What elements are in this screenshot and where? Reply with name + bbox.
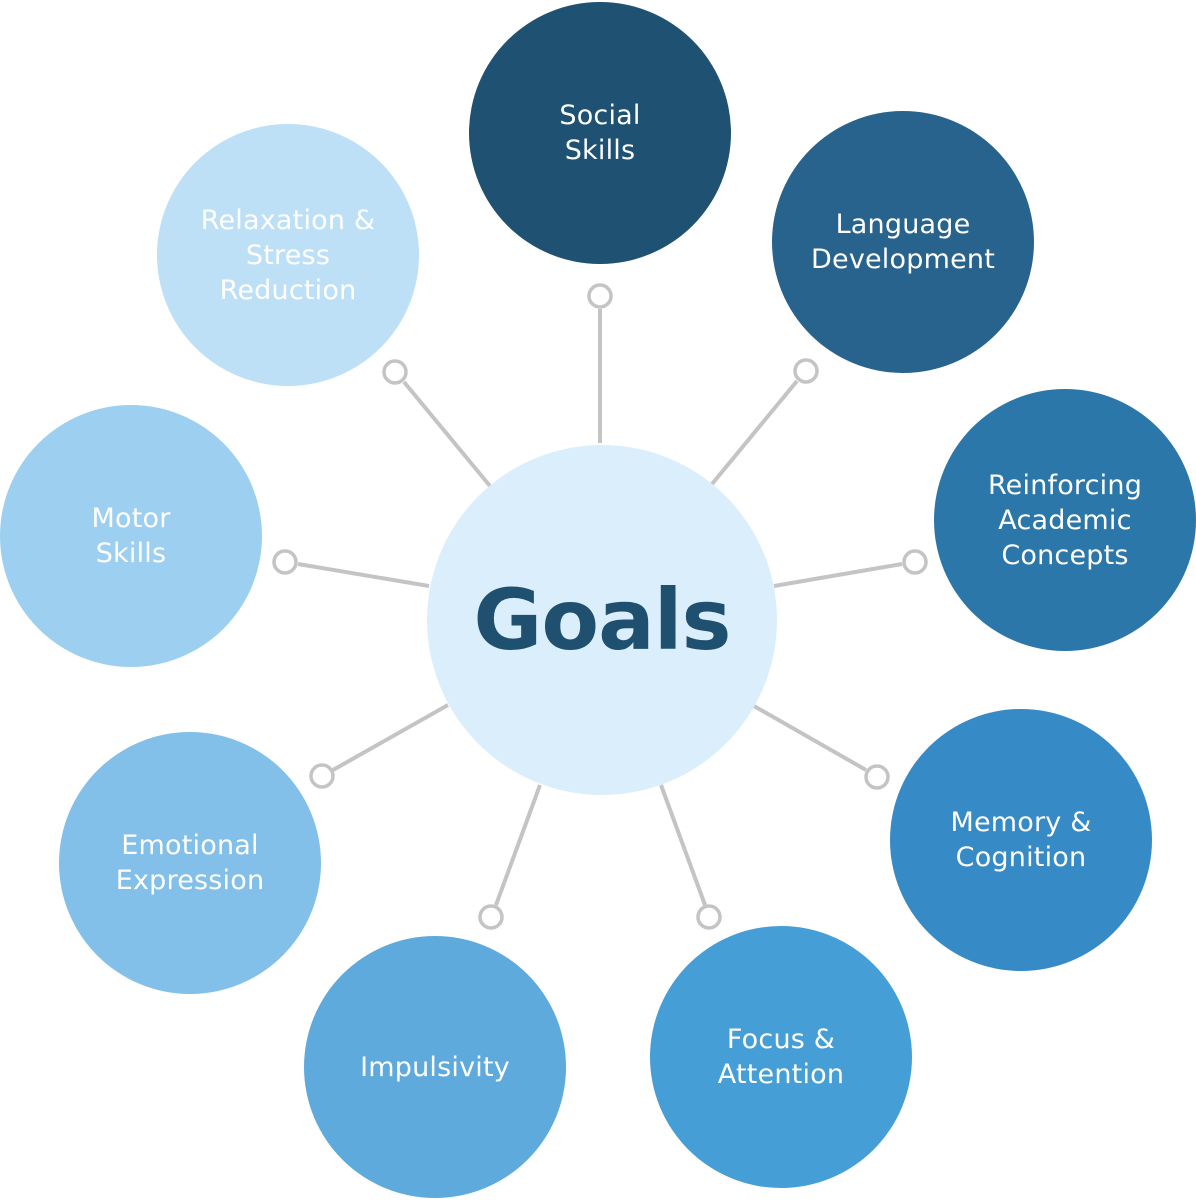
node-motor-skills: Motor Skills [0,405,262,667]
node-label: Motor Skills [91,503,171,569]
hub-label: Goals [473,571,731,669]
node-label: Impulsivity [360,1051,510,1083]
node-label: Emotional Expression [115,830,265,896]
goals-hub: Goals [427,445,777,795]
node-label: Relaxation & Stress Reduction [200,204,376,306]
node-reinforcing-academic-concepts: Reinforcing Academic Concepts [934,389,1196,651]
node-memory-cognition: Memory & Cognition [890,709,1152,971]
connector-language-development [710,358,819,486]
connector-impulsivity [478,784,542,930]
connector-memory-cognition [753,704,890,790]
node-label: Memory & Cognition [950,807,1092,873]
connector-emotional-expression [309,703,449,789]
node-label: Social Skills [559,100,641,166]
node-impulsivity: Impulsivity [304,936,566,1198]
connector-motor-skills [272,549,430,588]
node-label: Language Development [811,209,995,275]
connector-reinforcing-academic-concepts [773,549,928,588]
node-label: Reinforcing Academic Concepts [987,469,1143,571]
connector-relaxation-stress-reduction [382,359,492,488]
connector-social-skills [587,283,613,443]
node-label: Focus & Attention [717,1024,845,1090]
node-language-development: Language Development [772,111,1034,373]
node-relaxation-stress-reduction: Relaxation & Stress Reduction [157,124,419,386]
connector-focus-attention [659,784,722,930]
node-emotional-expression: Emotional Expression [59,732,321,994]
node-social-skills: Social Skills [469,2,731,264]
node-focus-attention: Focus & Attention [650,926,912,1188]
